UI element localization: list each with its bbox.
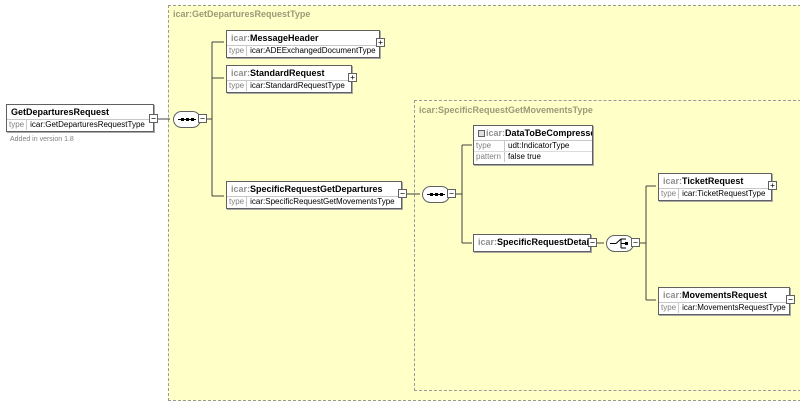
ticket-request-expand-toggle[interactable]: +	[768, 181, 777, 190]
root-collapse-toggle[interactable]: −	[149, 114, 158, 123]
outer-type-label: icar:GetDeparturesRequestType	[173, 9, 311, 19]
message-header-name: icar:MessageHeader	[227, 31, 379, 46]
choice-compositor-icon	[606, 235, 634, 252]
sequence-collapse-toggle[interactable]: −	[198, 114, 207, 123]
standard-request-box[interactable]: icar:StandardRequest type icar:StandardR…	[226, 65, 352, 93]
attribute-icon	[478, 130, 485, 138]
specific-request-get-departures-type-row: type icar:SpecificRequestGetMovementsTyp…	[229, 197, 395, 207]
movements-request-box[interactable]: icar:MovementsRequest type icar:Movement…	[658, 287, 790, 315]
choice-collapse-toggle[interactable]: −	[631, 238, 640, 247]
root-type-row: type icar:GetDeparturesRequestType	[9, 120, 145, 130]
inner-sequence-collapse-toggle[interactable]: −	[447, 189, 456, 198]
ticket-request-name: icar:TicketRequest	[659, 174, 771, 189]
data-to-be-compressed-box[interactable]: icar:DataToBeCompressed type udt:Indicat…	[473, 125, 593, 165]
standard-request-expand-toggle[interactable]: +	[348, 73, 357, 82]
root-element-box[interactable]: GetDeparturesRequest type icar:GetDepart…	[6, 104, 154, 132]
version-note: Added in version 1.8	[10, 136, 74, 143]
sequence-compositor-icon	[422, 186, 450, 203]
standard-request-name: icar:StandardRequest	[227, 66, 351, 81]
data-to-be-compressed-type-row: type udt:IndicatorType	[476, 141, 570, 151]
movements-request-type-row: type icar:MovementsRequestType	[661, 303, 786, 313]
sequence-compositor-icon	[173, 111, 201, 128]
ticket-request-type-row: type icar:TicketRequestType	[661, 189, 766, 199]
ticket-request-box[interactable]: icar:TicketRequest type icar:TicketReque…	[658, 173, 772, 201]
message-header-expand-toggle[interactable]: +	[376, 38, 385, 47]
movements-request-name: icar:MovementsRequest	[659, 288, 789, 303]
specific-request-get-departures-box[interactable]: icar:SpecificRequestGetDepartures type i…	[226, 181, 402, 209]
specific-request-get-departures-collapse-toggle[interactable]: −	[398, 189, 407, 198]
root-element-name: GetDeparturesRequest	[7, 105, 153, 120]
message-header-box[interactable]: icar:MessageHeader type icar:ADEExchange…	[226, 30, 380, 58]
specific-request-detail-name: icar:SpecificRequestDetail	[478, 237, 590, 247]
data-to-be-compressed-name: icar:DataToBeCompressed	[474, 126, 592, 141]
specific-request-get-departures-name: icar:SpecificRequestGetDepartures	[227, 182, 401, 197]
standard-request-type-row: type icar:StandardRequestType	[229, 81, 345, 91]
message-header-type-row: type icar:ADEExchangedDocumentType	[229, 46, 376, 56]
movements-request-collapse-toggle[interactable]: −	[786, 295, 795, 304]
inner-type-label: icar:SpecificRequestGetMovementsType	[419, 105, 593, 115]
data-to-be-compressed-pattern-row: pattern false true	[474, 151, 592, 162]
specific-request-detail-collapse-toggle[interactable]: −	[588, 238, 597, 247]
specific-request-detail-box[interactable]: icar:SpecificRequestDetail	[473, 234, 591, 252]
